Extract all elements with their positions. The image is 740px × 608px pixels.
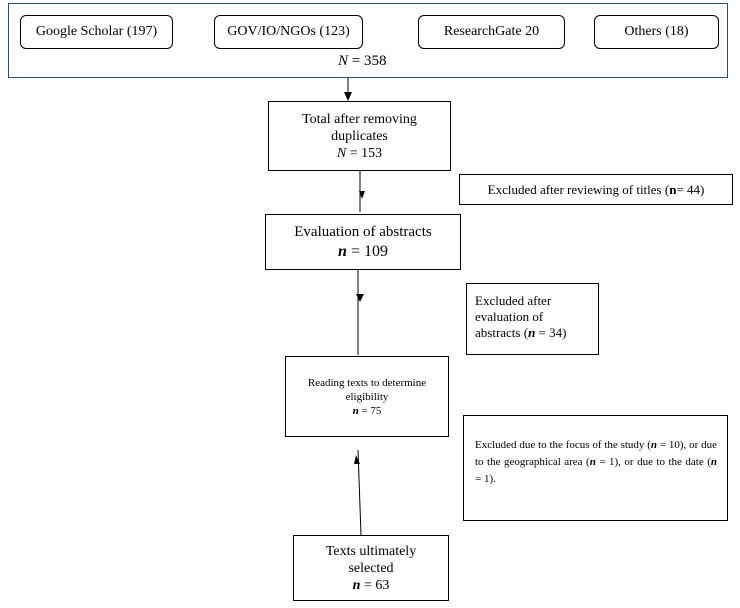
stage-reading-texts-line2: eligibility (345, 390, 389, 403)
exclusion-abstracts-value: = 34) (535, 325, 567, 340)
stage-after-duplicates-count: N = 153 (337, 145, 382, 162)
source-researchgate-label: ResearchGate 20 (443, 24, 540, 39)
exclusion-titles-value: = 44) (676, 181, 705, 197)
stage-texts-selected-value: = 63 (360, 577, 390, 593)
stage-after-duplicates-line1: Total after removing (302, 111, 417, 127)
exclusion-abstracts-line2: evaluation of (475, 309, 544, 324)
exclusion-abstracts-line3: abstracts (n = 34) (475, 325, 598, 341)
source-researchgate: ResearchGate 20 (418, 15, 565, 49)
source-others-label: Others (18) (624, 24, 689, 39)
stage-reading-texts-line1: Reading texts to determine (307, 376, 427, 389)
source-others: Others (18) (594, 15, 719, 49)
exclusion-focus-text-1: Excluded due to the focus of the study ( (475, 439, 651, 451)
exclusion-focus-text-3: = 1), or due to the date ( (595, 456, 711, 468)
arrowhead-duplicates-to-abstracts (359, 191, 365, 199)
sources-total: N = 358 (338, 53, 386, 70)
stage-reading-texts-count: n = 75 (353, 404, 382, 418)
stage-after-duplicates: Total after removing duplicates N = 153 (268, 101, 451, 171)
sources-total-var: N (338, 53, 349, 69)
exclusion-titles-var: n (669, 181, 677, 197)
exclusion-titles: Excluded after reviewing of titles (n = … (459, 174, 733, 205)
stage-abstracts-var: n (338, 243, 347, 260)
stage-texts-selected-var: n (352, 577, 361, 593)
stage-abstracts-count: n = 109 (338, 242, 388, 262)
exclusion-focus-var-3: n (710, 456, 717, 468)
source-google-scholar-label: Google Scholar (197) (35, 24, 158, 39)
arrowhead-abstracts-to-reading (356, 294, 364, 302)
stage-reading-texts-var: n (352, 404, 359, 417)
exclusion-abstracts-var: n (528, 325, 536, 340)
arrow-reading-to-selected (357, 449, 362, 536)
stage-reading-texts: Reading texts to determine eligibility n… (285, 356, 449, 437)
stage-texts-selected: Texts ultimately selected n = 63 (293, 535, 449, 601)
stage-texts-selected-line1: Texts ultimately (325, 543, 417, 559)
stage-after-duplicates-value: = 153 (346, 145, 383, 161)
exclusion-focus-var-1: n (650, 439, 658, 451)
stage-abstracts: Evaluation of abstracts n = 109 (265, 214, 461, 270)
exclusion-abstracts: Excluded after evaluation of abstracts (… (466, 283, 599, 355)
stage-texts-selected-count: n = 63 (353, 577, 390, 594)
stage-abstracts-line1: Evaluation of abstracts (294, 224, 432, 240)
exclusion-focus-text-4: = 1). (475, 473, 496, 485)
sources-total-value: = 358 (348, 53, 387, 69)
stage-texts-selected-line2: selected (348, 560, 394, 576)
exclusion-titles-prefix: Excluded after reviewing of titles ( (487, 181, 670, 197)
exclusion-focus-var-2: n (589, 456, 596, 468)
exclusion-abstracts-line3-prefix: abstracts ( (475, 325, 529, 340)
stage-after-duplicates-line2: duplicates (331, 128, 388, 144)
source-gov-io-ngos: GOV/IO/NGOs (123) (214, 15, 363, 49)
exclusion-abstracts-line1: Excluded after (475, 293, 552, 308)
stage-after-duplicates-var: N (336, 145, 347, 161)
exclusion-focus-area-date: Excluded due to the focus of the study (… (463, 415, 728, 521)
source-google-scholar: Google Scholar (197) (20, 15, 173, 49)
arrowhead-reading-to-selected (354, 455, 360, 464)
source-gov-io-ngos-label: GOV/IO/NGOs (123) (227, 24, 350, 39)
stage-abstracts-value: = 109 (346, 243, 388, 260)
arrowhead-sources-to-duplicates (344, 92, 352, 101)
exclusion-focus-text-2: = 10), or due to the geographical area ( (475, 439, 717, 468)
stage-reading-texts-value: = 75 (358, 404, 382, 417)
